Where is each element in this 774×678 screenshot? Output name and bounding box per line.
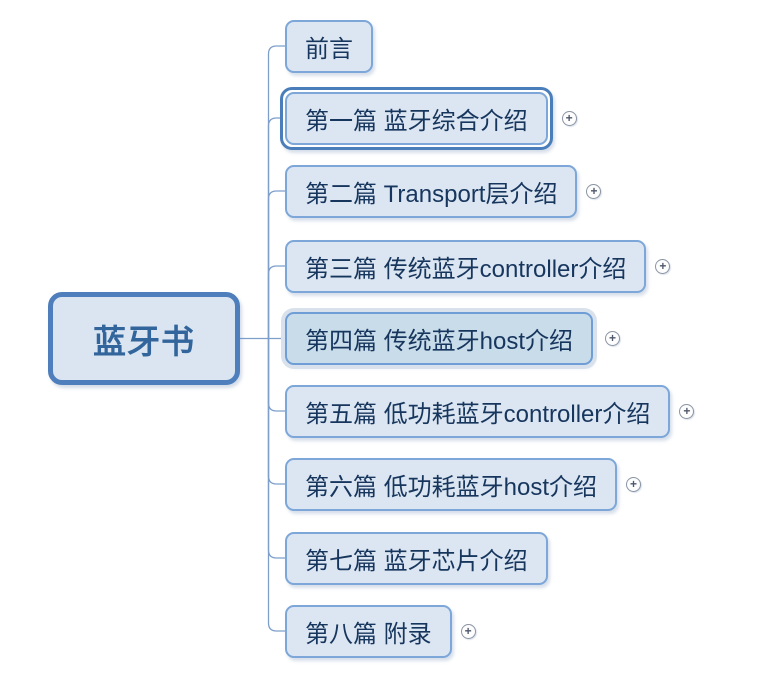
expand-icon[interactable]: + bbox=[626, 477, 642, 492]
topic-part-3[interactable]: 第三篇 传统蓝牙controller介绍 bbox=[285, 240, 647, 293]
topic-label: 第二篇 Transport层介绍 bbox=[305, 181, 558, 208]
topic-row-part-2: 第二篇 Transport层介绍 + bbox=[285, 165, 602, 218]
topic-label: 第六篇 低功耗蓝牙host介绍 bbox=[305, 474, 598, 501]
expand-icon[interactable]: + bbox=[605, 331, 621, 346]
root-topic[interactable]: 蓝牙书 bbox=[48, 292, 240, 385]
topic-label: 第三篇 传统蓝牙controller介绍 bbox=[305, 256, 627, 283]
branch-line-part-5 bbox=[267, 339, 285, 412]
topic-label: 第一篇 蓝牙综合介绍 bbox=[305, 108, 528, 135]
topic-row-part-1: 第一篇 蓝牙综合介绍 + bbox=[280, 87, 577, 150]
expand-icon[interactable]: + bbox=[655, 259, 671, 274]
expand-icon[interactable]: + bbox=[679, 404, 695, 419]
root-topic-label: 蓝牙书 bbox=[93, 322, 195, 360]
branch-line-part-3 bbox=[267, 265, 285, 338]
branch-line-part-2 bbox=[267, 190, 285, 338]
selection-outline: 第一篇 蓝牙综合介绍 bbox=[280, 87, 553, 150]
topic-label: 第八篇 附录 bbox=[305, 621, 432, 648]
topic-row-part-7: 第七篇 蓝牙芯片介绍 bbox=[285, 532, 548, 585]
topic-part-4[interactable]: 第四篇 传统蓝牙host介绍 bbox=[285, 312, 594, 365]
plus-glyph: + bbox=[464, 624, 472, 638]
topic-row-foreword: 前言 bbox=[285, 20, 373, 73]
plus-glyph: + bbox=[565, 111, 573, 125]
branch-line-part-8 bbox=[267, 339, 285, 632]
topic-label: 前言 bbox=[305, 36, 353, 63]
topic-part-2[interactable]: 第二篇 Transport层介绍 bbox=[285, 165, 578, 218]
expand-icon[interactable]: + bbox=[561, 111, 577, 126]
topic-foreword[interactable]: 前言 bbox=[285, 20, 373, 73]
topic-label: 第七篇 蓝牙芯片介绍 bbox=[305, 548, 528, 575]
plus-glyph: + bbox=[659, 259, 667, 273]
topic-row-part-6: 第六篇 低功耗蓝牙host介绍 + bbox=[285, 458, 642, 511]
plus-glyph: + bbox=[609, 331, 617, 345]
topic-part-5[interactable]: 第五篇 低功耗蓝牙controller介绍 bbox=[285, 385, 671, 438]
topic-row-part-8: 第八篇 附录 + bbox=[285, 605, 476, 658]
expand-icon[interactable]: + bbox=[586, 184, 602, 199]
topic-row-part-5: 第五篇 低功耗蓝牙controller介绍 + bbox=[285, 385, 695, 438]
topic-part-8[interactable]: 第八篇 附录 bbox=[285, 605, 452, 658]
topic-part-1[interactable]: 第一篇 蓝牙综合介绍 bbox=[285, 92, 548, 145]
branch-line-part-6 bbox=[267, 339, 285, 485]
plus-glyph: + bbox=[683, 404, 691, 418]
topic-label: 第五篇 低功耗蓝牙controller介绍 bbox=[305, 401, 651, 428]
plus-glyph: + bbox=[630, 477, 638, 491]
root-topic-wrapper: 蓝牙书 bbox=[48, 292, 240, 385]
branch-line-part-1 bbox=[267, 117, 280, 338]
topic-row-part-4: 第四篇 传统蓝牙host介绍 + bbox=[285, 312, 621, 365]
topic-part-6[interactable]: 第六篇 低功耗蓝牙host介绍 bbox=[285, 458, 618, 511]
plus-glyph: + bbox=[590, 184, 598, 198]
topic-row-part-3: 第三篇 传统蓝牙controller介绍 + bbox=[285, 240, 671, 293]
topic-label: 第四篇 传统蓝牙host介绍 bbox=[305, 328, 574, 355]
branch-line-part-7 bbox=[267, 339, 285, 559]
expand-icon[interactable]: + bbox=[460, 624, 476, 639]
topic-part-7[interactable]: 第七篇 蓝牙芯片介绍 bbox=[285, 532, 548, 585]
